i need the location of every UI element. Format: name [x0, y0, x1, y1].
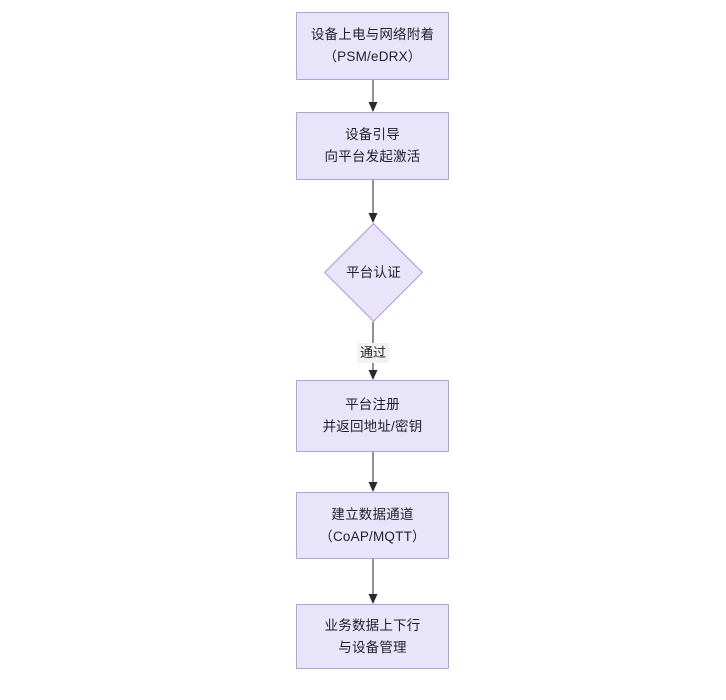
node-platform-registration[interactable]: 平台注册 并返回地址/密钥	[296, 380, 449, 452]
node-label: 设备引导 向平台发起激活	[324, 127, 421, 164]
node-label: 平台认证	[346, 264, 401, 280]
connector-n2-n3	[368, 180, 378, 223]
edge-label-pass: 通过	[357, 343, 390, 363]
connector-n5-n6	[368, 559, 378, 604]
node-business-data-and-device-management[interactable]: 业务数据上下行 与设备管理	[296, 604, 449, 669]
node-label-wrapper: 平台认证	[324, 223, 423, 322]
node-label: 设备上电与网络附着 （PSM/eDRX）	[310, 27, 435, 64]
connector-n4-n5	[368, 452, 378, 492]
node-data-channel[interactable]: 建立数据通道 （CoAP/MQTT）	[296, 492, 449, 559]
node-label: 平台注册 并返回地址/密钥	[322, 397, 423, 434]
node-device-bootstrap[interactable]: 设备引导 向平台发起激活	[296, 112, 449, 180]
node-platform-authentication[interactable]: 平台认证	[323, 222, 424, 323]
node-device-power-on[interactable]: 设备上电与网络附着 （PSM/eDRX）	[296, 12, 449, 80]
node-label: 业务数据上下行 与设备管理	[324, 617, 421, 655]
connector-n1-n2	[368, 80, 378, 112]
node-label: 建立数据通道 （CoAP/MQTT）	[319, 506, 426, 544]
diamond-shape	[323, 222, 424, 323]
